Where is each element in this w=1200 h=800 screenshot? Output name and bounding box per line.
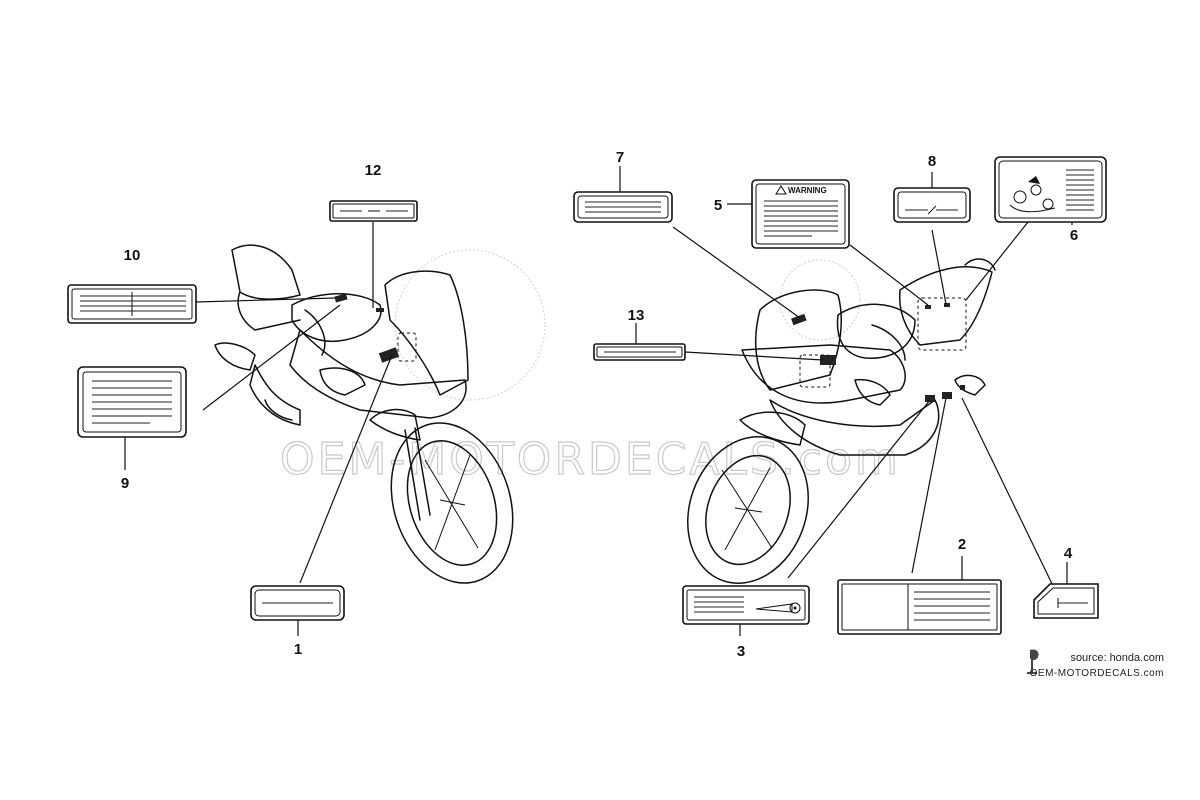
callout-12: 12 (365, 162, 382, 179)
warning-heading: WARNING (788, 186, 827, 195)
label-2 (837, 579, 1002, 635)
callout-6: 6 (1070, 227, 1078, 244)
left-motorcycle (214, 244, 514, 584)
callout-1: 1 (294, 641, 302, 658)
source-line: source: honda.com (1070, 652, 1164, 664)
callout-7: 7 (616, 149, 624, 166)
label-1 (250, 585, 345, 621)
label-8 (893, 187, 971, 223)
label-6 (994, 156, 1107, 223)
leader-lines (195, 221, 1056, 591)
oem-motordecals-logo-icon (1027, 649, 1039, 674)
callout-2: 2 (958, 536, 966, 553)
label-13 (593, 343, 686, 361)
warning-triangle-icon (775, 185, 787, 195)
label-12 (329, 200, 418, 222)
right-motorcycle (687, 258, 996, 584)
callout-5: 5 (714, 197, 722, 214)
source-brand: OEM-MOTORDECALS.com (1029, 668, 1164, 679)
watermark-text: OEM-MOTORDECALS.com (280, 434, 901, 485)
callout-8: 8 (928, 153, 936, 170)
label-5-warning: WARNING (751, 179, 850, 249)
label-7 (573, 191, 673, 223)
label-4 (1033, 583, 1099, 619)
label-9 (77, 366, 187, 438)
source-credit: source: honda.com OEM-MOTORDECALS.com (1030, 650, 1164, 682)
watermark-emblem-right (779, 259, 861, 341)
label-10 (67, 284, 197, 324)
callout-13: 13 (628, 307, 645, 324)
callout-9: 9 (121, 475, 129, 492)
watermark-emblem-left (394, 249, 546, 401)
label-3 (682, 585, 810, 625)
callout-4: 4 (1064, 545, 1073, 562)
callout-3: 3 (737, 643, 745, 660)
callout-10: 10 (124, 247, 141, 264)
